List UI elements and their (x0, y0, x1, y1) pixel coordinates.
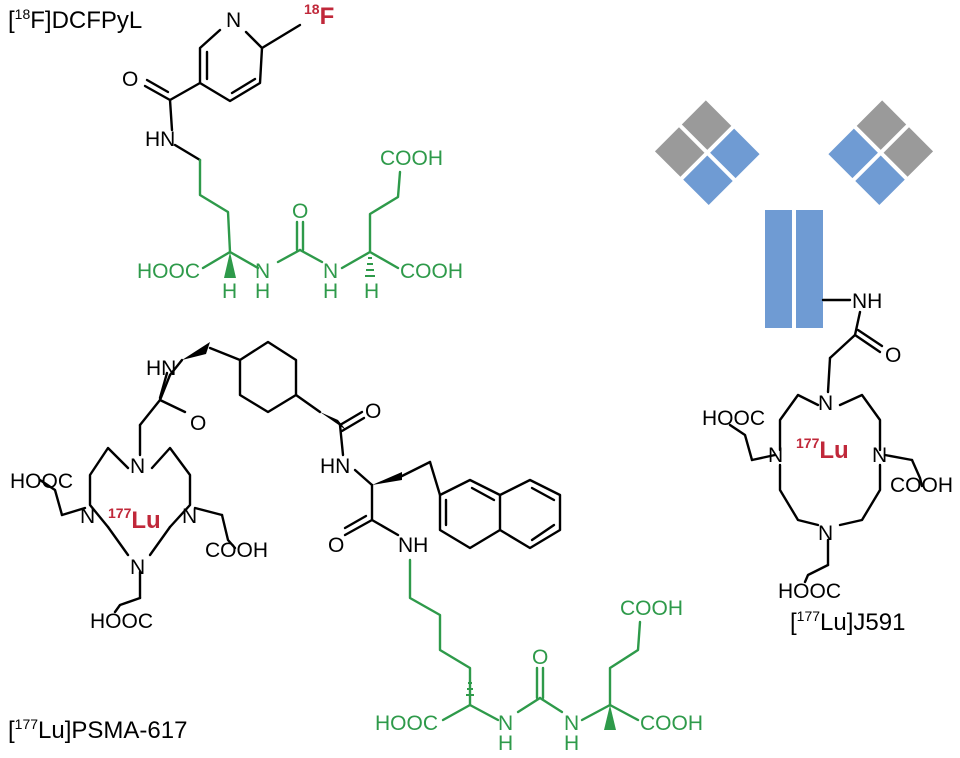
dota-n-bottom: N (130, 556, 145, 579)
urea-nh-left-label: N (255, 260, 270, 283)
pyridine-nitrogen-label: N (226, 9, 241, 32)
lysine-cooh-label: HOOC (137, 260, 200, 283)
linker-hn-label: HN (146, 357, 176, 380)
psma-urea-n-left: N (498, 712, 513, 735)
psma-lysine-urea-glutamate-motif (408, 558, 642, 730)
linker-wedge (182, 342, 210, 360)
antibody-fc-left (765, 210, 792, 328)
side-chain-cooh-label: COOH (380, 147, 443, 170)
j591-dota-n-left: N (768, 444, 783, 467)
j591-dota-n-right: N (872, 444, 887, 467)
j591-nh-label: NH (852, 290, 882, 313)
antibody-fc-right (796, 210, 823, 328)
amide2-oxygen-label: O (365, 400, 381, 423)
antibody-left-constant-outer (681, 100, 732, 150)
antibody-left-constant-inner (654, 127, 705, 177)
dota-n-top: N (130, 455, 145, 478)
psma-stereo-hash (466, 682, 474, 696)
dota-amide-oxygen: O (190, 412, 206, 435)
urea-h-left-label: H (255, 280, 270, 303)
urea-oxygen-label: O (292, 200, 308, 223)
j591-amide-oxygen: O (885, 344, 901, 367)
stereo-wedge (224, 252, 236, 278)
dcfpyl-structure: [18F]DCFPyL N 18F O HN (8, 1, 463, 303)
antibody-icon (654, 100, 934, 328)
psma-stereo-wedge (604, 705, 616, 730)
pyridine-ring (198, 23, 302, 103)
dcfpyl-title: [18F]DCFPyL (8, 6, 142, 34)
psma-urea-n-right: N (564, 712, 579, 735)
dota-n-left: N (80, 505, 95, 528)
dota-n-right: N (182, 505, 197, 528)
psma-side-chain-cooh: COOH (620, 597, 683, 620)
j591-structure: [177Lu]J591 (654, 100, 953, 636)
antibody-left-variable-inner (683, 155, 733, 206)
j591-title: [177Lu]J591 (790, 608, 905, 636)
naphthylalanine (343, 460, 562, 550)
antibody-left-variable-outer (710, 128, 760, 179)
alpha-h-right-label: H (364, 280, 379, 303)
nal-wedge (372, 472, 402, 485)
psma617-title: [177Lu]PSMA-617 (8, 716, 187, 744)
dota-hooc-top-left: HOOC (10, 470, 73, 493)
dota-cooh-right: COOH (205, 539, 268, 562)
psma-urea-h-left: H (498, 732, 513, 755)
amide-oxygen-label: O (122, 68, 138, 91)
dota-macrocycle-left (38, 371, 237, 614)
lutetium-177-label-psma: 177Lu (108, 505, 161, 534)
j591-dota-n-bottom: N (818, 522, 833, 545)
antibody-right-constant-outer (856, 100, 907, 150)
lysine-urea-glutamate-motif (198, 158, 402, 278)
psma617-structure: [177Lu]PSMA-617 N N N N 177Lu HOOC COOH … (8, 340, 703, 755)
j591-cooh-right: COOH (890, 474, 953, 497)
dota-macrocycle-right (728, 298, 924, 584)
j591-hooc-top-left: HOOC (702, 407, 765, 430)
psma-glutamate-cooh: COOH (640, 712, 703, 735)
urea-h-right-label: H (323, 280, 338, 303)
psma-urea-h-right: H (564, 732, 579, 755)
j591-dota-n-top: N (818, 392, 833, 415)
dota-hooc-bottom: HOOC (90, 610, 153, 633)
cyclohexane-linker (168, 340, 374, 487)
antibody-right-constant-inner (883, 127, 934, 177)
fluorine-18-label: 18F (304, 1, 334, 30)
antibody-right-variable-outer (828, 128, 878, 179)
psma-urea-oxygen-label: O (532, 646, 548, 669)
amide2-hn-label: HN (320, 455, 350, 478)
amide-linker (143, 78, 202, 162)
alpha-h-left-label: H (222, 280, 237, 303)
urea-nh-right-label: N (323, 260, 338, 283)
glutamate-cooh-label: COOH (400, 260, 463, 283)
amide3-nh-label: NH (398, 534, 428, 557)
lutetium-177-label-j591: 177Lu (796, 435, 849, 464)
stereo-hash (365, 257, 375, 277)
cyclohexane-wedge (320, 412, 346, 430)
amide3-oxygen-label: O (328, 534, 344, 557)
antibody-right-variable-inner (855, 155, 905, 206)
amide-nh-label: HN (145, 128, 175, 151)
j591-hooc-bottom: HOOC (778, 580, 841, 603)
psma-lysine-cooh: HOOC (375, 712, 438, 735)
